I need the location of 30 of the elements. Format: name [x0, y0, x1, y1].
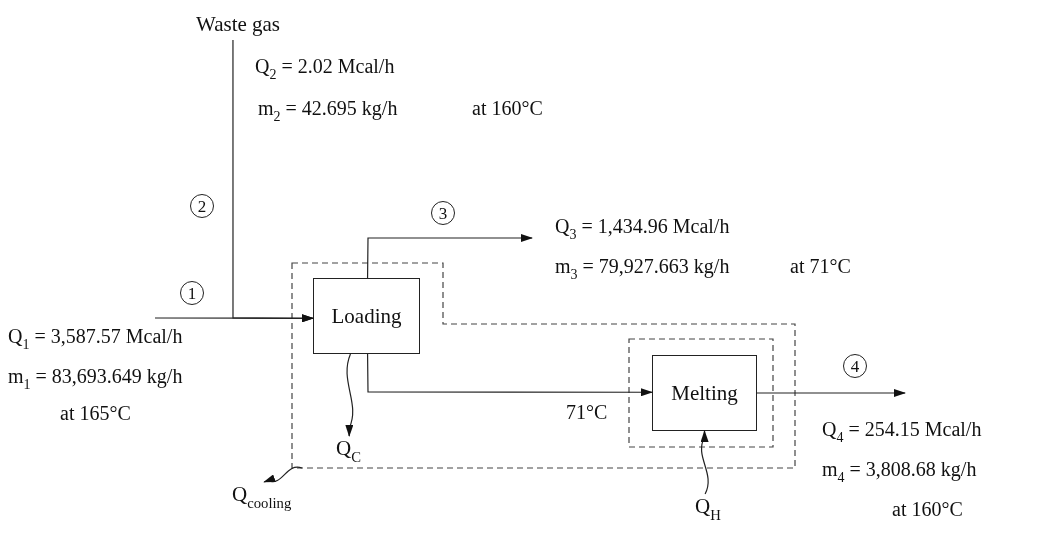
stream-data: Q$_{3}$ = 1,434.96 Mcal/h [555, 215, 730, 238]
flow-arrow [345, 353, 354, 437]
stream-number: 4 [843, 354, 867, 378]
stream-label: Q$_{H}$ [695, 494, 721, 520]
stream-number: 3 [431, 201, 455, 225]
flow-arrow [232, 39, 314, 323]
flow-arrow [700, 430, 709, 495]
process-box: Loading [313, 278, 420, 354]
stream-data: at 71°C [790, 255, 851, 278]
stream-label: Waste gas [196, 12, 281, 38]
stream-data: at 165°C [60, 402, 131, 425]
stream-data: m$_{2}$ = 42.695 kg/h [258, 97, 398, 120]
flow-arrow [263, 466, 303, 483]
stream-data: m$_{3}$ = 79,927.663 kg/h [555, 255, 730, 278]
stream-data: Q$_{2}$ = 2.02 Mcal/h [255, 55, 395, 78]
stream-number: 2 [190, 194, 214, 218]
stream-data: m$_{1}$ = 83,693.649 kg/h [8, 365, 183, 388]
stream-data: Q$_{4}$ = 254.15 Mcal/h [822, 418, 982, 441]
stream-data: at 160°C [892, 498, 963, 521]
stream-data: Q$_{1}$ = 3,587.57 Mcal/h [8, 325, 183, 348]
flow-arrow [366, 234, 533, 279]
stream-data: m$_{4}$ = 3,808.68 kg/h [822, 458, 977, 481]
flow-arrow [366, 353, 653, 397]
process-box: Melting [652, 355, 757, 431]
edge-label: 71°C [566, 402, 608, 422]
stream-label: Q$_{C}$ [336, 436, 361, 462]
dashed-boundary [629, 339, 773, 447]
stream-data: at 160°C [472, 97, 543, 120]
stream-number: 1 [180, 281, 204, 305]
flow-arrow [756, 389, 906, 397]
